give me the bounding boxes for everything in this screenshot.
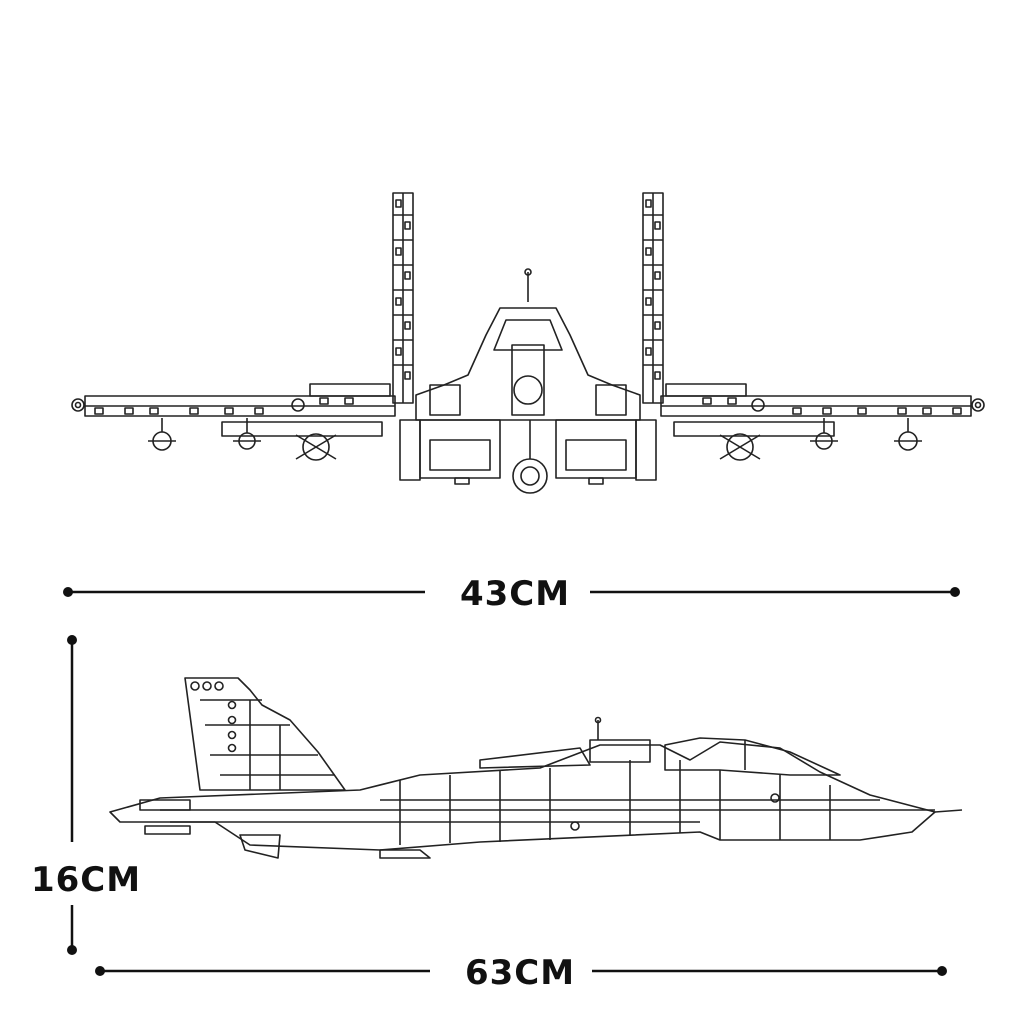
length-label: 63CM <box>465 953 575 993</box>
front-view-aircraft <box>71 192 985 494</box>
height-dimension: 16CM <box>31 635 141 955</box>
height-dimension-dot-top <box>67 635 77 645</box>
width-label: 43CM <box>460 574 570 614</box>
front-fuselage <box>399 268 657 494</box>
left-wing <box>71 383 396 437</box>
right-weapon-pylons <box>719 418 922 461</box>
length-dimension-dot-left <box>95 966 105 976</box>
left-weapon-pylons <box>148 418 337 461</box>
side-view-aircraft <box>109 677 963 859</box>
right-wing <box>660 383 985 437</box>
width-dimension-dot-left <box>63 587 73 597</box>
length-dimension: 63CM <box>95 953 947 993</box>
side-fuselage <box>109 716 963 859</box>
width-dimension-dot-right <box>950 587 960 597</box>
height-label: 16CM <box>31 860 141 900</box>
side-tail-fin <box>184 677 346 791</box>
left-tail-fin <box>392 192 414 404</box>
height-dimension-dot-bottom <box>67 945 77 955</box>
width-dimension: 43CM <box>63 574 960 614</box>
right-tail-fin <box>642 192 664 404</box>
length-dimension-dot-right <box>937 966 947 976</box>
